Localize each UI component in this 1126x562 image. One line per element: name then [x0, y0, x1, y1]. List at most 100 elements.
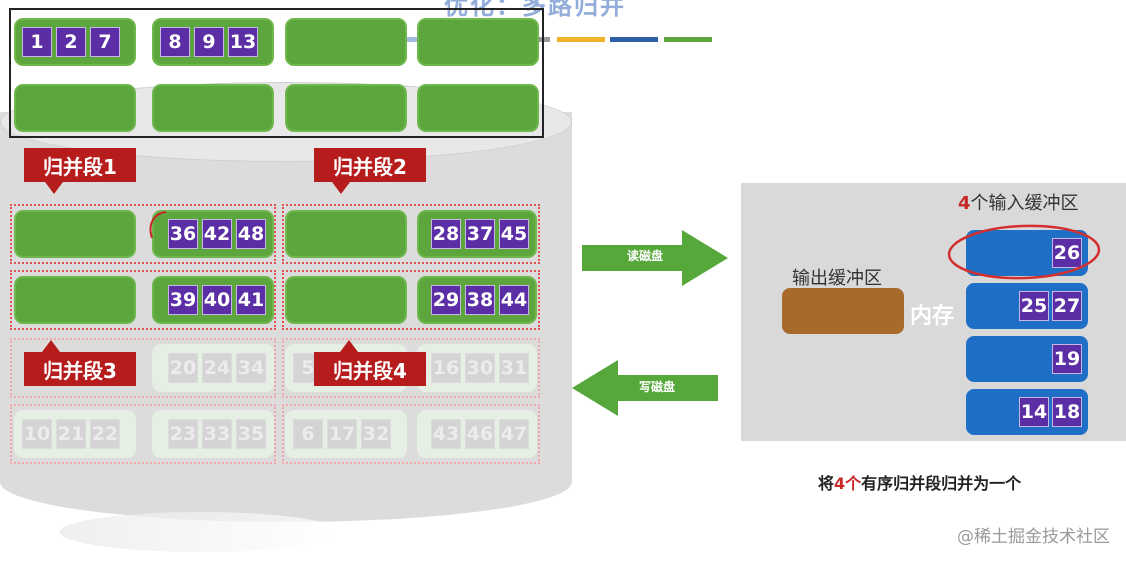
- num: 13: [228, 27, 258, 57]
- num: 33: [202, 419, 232, 449]
- title-fragment: 优化：多路归并: [444, 0, 626, 20]
- top-block-7: [285, 84, 407, 132]
- caption-pre: 将: [818, 474, 835, 493]
- num: 10: [22, 419, 52, 449]
- num: 1: [22, 27, 52, 57]
- input-buffer-3: 19: [966, 336, 1088, 382]
- seg4-block-2: 16 30 31: [417, 344, 537, 392]
- num: 32: [361, 419, 391, 449]
- num: 27: [1052, 291, 1082, 321]
- num: 17: [327, 419, 357, 449]
- seg2-block-3: [285, 276, 407, 324]
- num: 21: [56, 419, 86, 449]
- seg1-block-2: 36 42 48: [152, 210, 274, 258]
- seg4-tag: 归并段4: [314, 352, 426, 386]
- top-block-3: [285, 18, 407, 66]
- num: 44: [499, 285, 529, 315]
- caption: 将4个有序归并段归并为一个: [818, 470, 1021, 494]
- num: 20: [168, 353, 198, 383]
- top-block-2: 8 9 13: [152, 18, 274, 66]
- num: 46: [465, 419, 495, 449]
- num: 31: [499, 353, 529, 383]
- num: 22: [90, 419, 120, 449]
- read-arrow-icon: [582, 230, 728, 286]
- top-block-1: 1 2 7: [14, 18, 136, 66]
- output-buffer: [782, 288, 904, 334]
- input-buffer-4: 14 18: [966, 389, 1088, 435]
- seg3-box-2: [10, 404, 276, 464]
- top-block-6: [152, 84, 274, 132]
- num: 48: [236, 219, 266, 249]
- seg4-block-4: 43 46 47: [417, 410, 537, 458]
- num: 38: [465, 285, 495, 315]
- input-buffer-1: 26: [966, 230, 1088, 276]
- legend-line-4: [610, 37, 658, 42]
- seg1-tag-pointer: [45, 182, 63, 194]
- read-arrow-label: 读磁盘: [626, 249, 663, 263]
- num: 35: [236, 419, 266, 449]
- num: 16: [431, 353, 461, 383]
- input-buffers-suffix: 个输入缓冲区: [970, 193, 1079, 214]
- seg1-block-4: 39 40 41: [152, 276, 274, 324]
- seg3-tag: 归并段3: [24, 352, 136, 386]
- seg2-block-4: 29 38 44: [417, 276, 537, 324]
- num: 18: [1052, 397, 1082, 427]
- caption-count: 4个: [834, 474, 862, 493]
- num: 8: [160, 27, 190, 57]
- red-circle-mark: [947, 224, 1101, 280]
- seg4-box: [282, 338, 540, 398]
- caption-post: 有序归并段归并为一个: [861, 474, 1022, 493]
- num: 34: [236, 353, 266, 383]
- current-blocks-frame: [9, 8, 544, 138]
- seg2-tag: 归并段2: [314, 148, 426, 182]
- num: 26: [1052, 238, 1082, 268]
- num: 7: [90, 27, 120, 57]
- seg2-block-1: [285, 210, 407, 258]
- top-block-4: [417, 18, 539, 66]
- seg2-box-2: [282, 270, 540, 330]
- num: 37: [465, 219, 495, 249]
- seg1-box: [10, 204, 276, 264]
- seg2-box: [282, 204, 540, 264]
- num: 42: [202, 219, 232, 249]
- seg3-block-4: 23 33 35: [152, 410, 274, 458]
- input-buffers-count: 4: [958, 193, 971, 214]
- seg3-box: [10, 338, 276, 398]
- watermark: @稀土掘金技术社区: [957, 527, 1110, 547]
- output-buffer-label: 输出缓冲区: [792, 268, 882, 289]
- red-hand-mark: [149, 211, 167, 239]
- input-buffers-title: 4个输入缓冲区: [958, 189, 1079, 215]
- num: 41: [236, 285, 266, 315]
- num: 39: [168, 285, 198, 315]
- num: 30: [465, 353, 495, 383]
- seg1-tag: 归并段1: [24, 148, 136, 182]
- num: 14: [1019, 397, 1049, 427]
- num: 36: [168, 219, 198, 249]
- seg1-block-1: [14, 210, 136, 258]
- num: 29: [431, 285, 461, 315]
- seg4-tag-pointer: [340, 340, 358, 352]
- num: 45: [499, 219, 529, 249]
- seg1-box-2: [10, 270, 276, 330]
- num: 40: [202, 285, 232, 315]
- seg2-tag-pointer: [332, 182, 350, 194]
- num: 19: [1052, 344, 1082, 374]
- write-arrow-icon: [572, 360, 718, 416]
- top-block-8: [417, 84, 539, 132]
- num: 24: [202, 353, 232, 383]
- num: 43: [431, 419, 461, 449]
- num: 25: [1019, 291, 1049, 321]
- memory-label: 内存: [910, 304, 955, 329]
- seg3-block-2: 20 24 34: [152, 344, 274, 392]
- num: 9: [194, 27, 224, 57]
- seg3-block-3: 10 21 22: [14, 410, 136, 458]
- seg4-box-2: [282, 404, 540, 464]
- legend-line-5: [664, 37, 712, 42]
- num: 2: [56, 27, 86, 57]
- num: 23: [168, 419, 198, 449]
- seg3-tag-pointer: [42, 340, 60, 352]
- write-arrow-label: 写磁盘: [638, 380, 675, 394]
- num: 28: [431, 219, 461, 249]
- disk-shadow: [60, 512, 340, 552]
- legend-line-3: [557, 37, 605, 42]
